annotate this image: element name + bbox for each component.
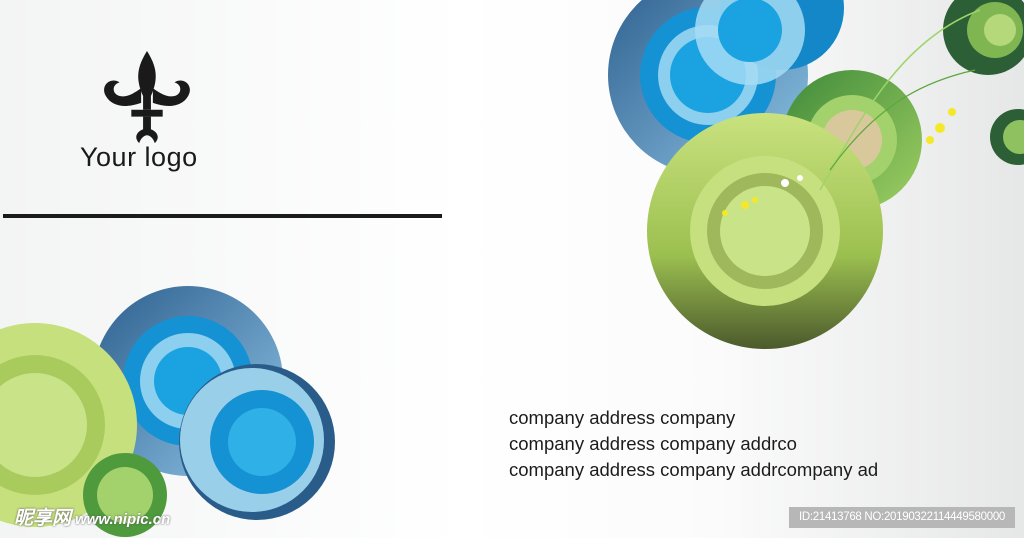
circle-lightblue-top bbox=[695, 0, 844, 85]
address-line: company address company bbox=[509, 407, 736, 428]
watermark-site-name: 昵享网 bbox=[14, 508, 72, 529]
circle-lime-large bbox=[647, 113, 883, 349]
address-line: company address company addrcompany ad bbox=[509, 459, 879, 480]
fleur-de-lis-icon bbox=[104, 50, 190, 144]
logo-text: Your logo bbox=[80, 142, 198, 172]
circle-darkgreen-corner bbox=[943, 0, 1024, 165]
watermark-url: www.nipic.cn bbox=[75, 511, 171, 528]
circle-lime-bottom bbox=[0, 323, 167, 537]
image-id-badge: ID:21413768 NO:20190322114449580000 bbox=[789, 507, 1015, 528]
circle-lightblue-bottom bbox=[179, 364, 335, 520]
swirl-line bbox=[829, 69, 976, 171]
address-line: company address company addrco bbox=[509, 433, 797, 454]
divider-line bbox=[3, 214, 442, 218]
address-block: company address company company address … bbox=[509, 405, 878, 483]
